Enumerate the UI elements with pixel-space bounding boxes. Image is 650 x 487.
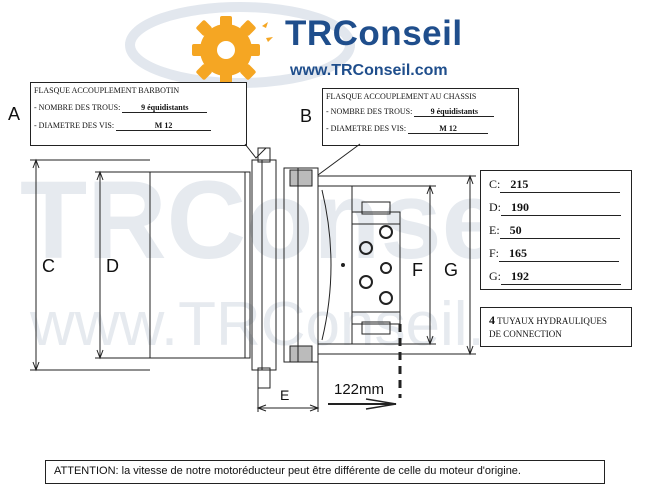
dim-key-d: D: [489, 200, 501, 214]
callout-a-screw-label: - DIAMETRE DES VIS: [34, 121, 115, 130]
flange-a [251, 159, 277, 371]
brand-name: TRConseil [285, 14, 463, 53]
dim-value-c: 215 [500, 177, 621, 193]
callout-a-holes-value: 9 équidistants [122, 103, 208, 113]
dim-value-e: 50 [499, 223, 620, 239]
callout-b-holes-label: - NOMBRE DES TROUS: [326, 107, 413, 116]
callout-a-letter: A [8, 104, 21, 124]
dim-key-g: G: [489, 269, 501, 283]
dim-row-f: F:165 [489, 246, 620, 262]
dim-key-c: C: [489, 177, 501, 191]
dimension-table: C:215 D:190 E:50 F:165 G:192 [480, 170, 632, 290]
flange-b [283, 167, 319, 363]
callout-a-holes: - NOMBRE DES TROUS: 9 équidistants [34, 103, 208, 113]
attention-text: ATTENTION: la vitesse de notre motoréduc… [54, 465, 521, 477]
label-c: C [42, 256, 55, 276]
callout-a-screw-value: M 12 [116, 121, 212, 131]
label-g: G [444, 260, 458, 280]
dim-key-e: E: [489, 223, 500, 237]
valve-block [351, 211, 401, 325]
hydraulics-line2: DE CONNECTION [489, 329, 562, 339]
callout-b-holes-value: 9 équidistants [414, 107, 495, 117]
dim-row-e: E:50 [489, 223, 620, 239]
dim-key-f: F: [489, 246, 500, 260]
gear-logo-icon [192, 16, 273, 84]
callout-a-screw: - DIAMETRE DES VIS: M 12 [34, 121, 212, 131]
dim-value-g: 192 [501, 269, 621, 285]
motor-body [149, 171, 251, 359]
hydraulics-count: 4 [489, 313, 495, 327]
brand-url[interactable]: www.TRConseil.com [290, 62, 448, 79]
hydraulics-line1: TUYAUX HYDRAULIQUES [497, 316, 607, 326]
callout-b-letter: B [300, 106, 313, 126]
dim-row-d: D:190 [489, 200, 621, 216]
hub [317, 185, 353, 345]
dim-row-c: C:215 [489, 177, 621, 193]
label-e: E [280, 387, 289, 403]
dim-value-d: 190 [501, 200, 621, 216]
label-f: F [412, 260, 423, 280]
callout-a-leader [244, 143, 267, 159]
callout-b-box: FLASQUE ACCOUPLEMENT AU CHASSIS - NOMBRE… [322, 88, 519, 146]
callout-b-screw-value: M 12 [408, 124, 489, 134]
attention-notice: ATTENTION: la vitesse de notre motoréduc… [45, 460, 605, 484]
label-d: D [106, 256, 119, 276]
dim-value-f: 165 [499, 246, 620, 262]
callout-a-holes-label: - NOMBRE DES TROUS: [34, 103, 121, 112]
label-offset: 122mm [334, 381, 384, 398]
hydraulics-note: 4 TUYAUX HYDRAULIQUES DE CONNECTION [480, 307, 632, 347]
dim-row-g: G:192 [489, 269, 621, 285]
callout-b-screw-label: - DIAMETRE DES VIS: [326, 124, 407, 133]
callout-b-screw: - DIAMETRE DES VIS: M 12 [326, 124, 489, 134]
callout-b-leader [317, 143, 361, 176]
callout-b-title: FLASQUE ACCOUPLEMENT AU CHASSIS [326, 92, 477, 101]
callout-b-holes: - NOMBRE DES TROUS: 9 équidistants [326, 107, 495, 117]
callout-a-box: FLASQUE ACCOUPLEMENT BARBOTIN - NOMBRE D… [30, 82, 247, 146]
callout-a-title: FLASQUE ACCOUPLEMENT BARBOTIN [34, 86, 180, 95]
